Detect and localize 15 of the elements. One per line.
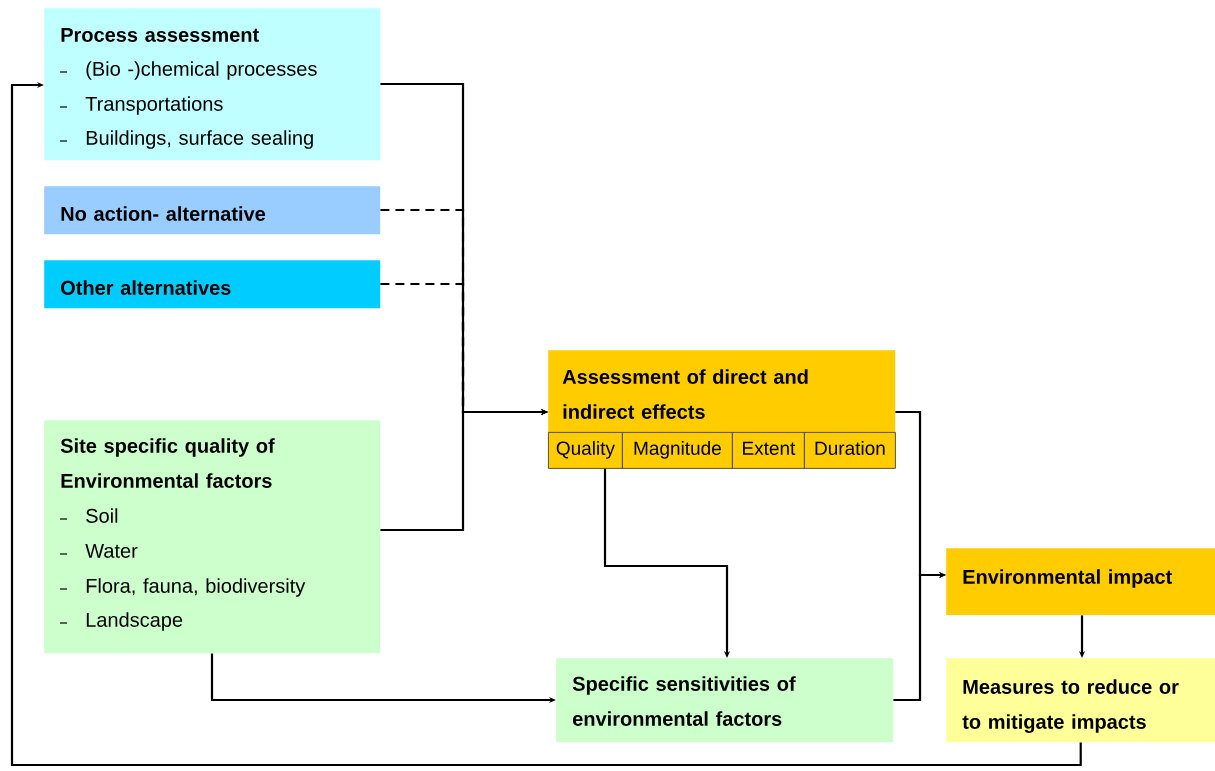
alternative-box: No action- alternative xyxy=(44,186,381,235)
criterion-cell: Quality xyxy=(548,432,623,469)
criterion-cell: Duration xyxy=(804,432,896,469)
process-box: Process assessment (Bio -)chemical processes Transportations Buildings, surface sealing xyxy=(44,8,381,161)
impact-box: Environmental impact xyxy=(946,548,1215,616)
arrow xyxy=(380,408,548,532)
arrow xyxy=(10,81,1082,767)
alternative-box: Other alternatives xyxy=(44,260,381,309)
measures-box: Measures to reduce or to mitigate impacts xyxy=(946,658,1215,743)
criterion-cell: Extent xyxy=(732,432,805,469)
criterion-cell: Magnitude xyxy=(622,432,733,469)
arrow xyxy=(603,468,731,658)
sensitivity-box: Specific sensitivities of environmental factors xyxy=(556,658,894,743)
factor-box: Site specific quality of Environmental factors Soil Water Flora, fauna, biodiversity Landscape xyxy=(44,420,381,654)
arrow xyxy=(893,571,946,702)
